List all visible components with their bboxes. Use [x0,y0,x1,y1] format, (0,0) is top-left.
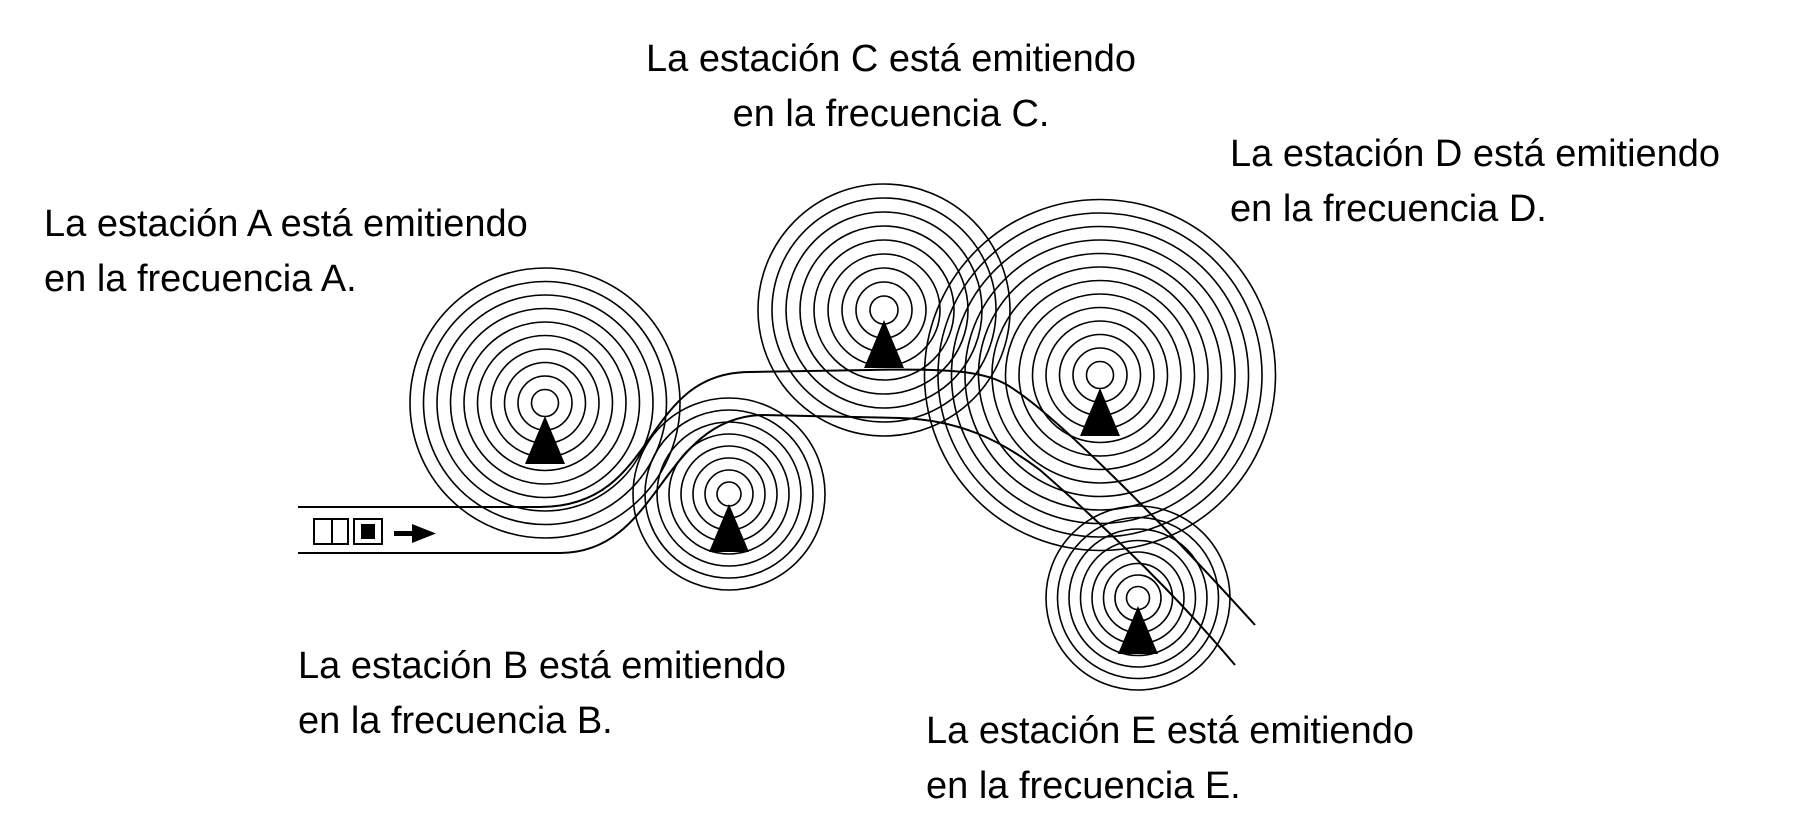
station-e-label-line1: La estación E está emitiendo [926,710,1414,752]
arrow-right-icon [394,524,436,543]
station-d-ring [950,225,1250,525]
station-a-ring [422,280,668,526]
station-c-tower-icon [864,320,904,368]
station-a-label: La estación A está emitiendo en la frecu… [44,197,528,307]
station-c-ring [799,225,969,395]
station-d-label-line2: en la frecuencia D. [1230,188,1547,230]
road-edge-bottom [298,413,1236,666]
station-a-label-line1: La estación A está emitiendo [44,203,528,245]
station-d-tower-icon [1080,388,1120,436]
station-a-tower-icon [525,416,565,464]
station-e-ring [1056,516,1220,680]
car-icon [313,518,383,545]
station-e-coverage [1045,505,1231,691]
road [298,368,1256,666]
station-c-ring [785,211,983,409]
station-b-tower-icon [709,504,749,552]
station-a-coverage [409,267,681,539]
station-c-label: La estación C está emitiendo en la frecu… [646,32,1136,142]
station-d-ring [977,252,1223,498]
station-e-label-line2: en la frecuencia E. [926,765,1241,807]
station-a-ring [463,321,627,485]
station-b-ring [632,397,826,591]
station-a-ring [436,294,654,512]
station-b-ring [644,409,814,579]
station-c-ring [757,183,1011,437]
station-b-label: La estación B está emitiendo en la frecu… [298,639,786,749]
station-e-ring [1045,505,1231,691]
station-d-label: La estación D está emitiendo en la frecu… [1230,127,1720,237]
station-c-ring [771,197,997,423]
station-a-ring [530,388,560,418]
station-e-ring [1068,528,1208,668]
station-e-tower-icon [1118,606,1158,654]
road-edge-top [298,368,1256,626]
station-b-label-line2: en la frecuencia B. [298,700,613,742]
vehicle [313,518,436,545]
station-c-ring [869,295,899,325]
station-d-ring [991,266,1209,484]
station-b-ring [716,481,742,507]
station-b-coverage [632,397,826,591]
station-b-ring [668,433,790,555]
station-c-coverage [757,183,1011,437]
station-a-label-line2: en la frecuencia A. [44,258,357,300]
station-c-label-line2: en la frecuencia C. [732,93,1050,135]
station-e-ring [1079,539,1197,657]
station-d-ring [923,198,1277,552]
station-d-ring [1004,279,1196,471]
station-d-label-line1: La estación D está emitiendo [1230,133,1721,175]
station-d-ring [1085,360,1115,390]
station-c-ring [813,239,955,381]
station-towers [525,320,1158,654]
station-e-label: La estación E está emitiendo en la frecu… [926,704,1414,814]
station-c-label-line1: La estación C está emitiendo [646,38,1137,80]
station-d-ring [937,212,1263,538]
station-a-ring [476,334,614,472]
station-a-ring [409,267,681,539]
station-d-ring [1031,306,1169,444]
station-b-label-line1: La estación B está emitiendo [298,645,786,687]
station-a-ring [449,307,641,499]
station-d-ring [964,239,1236,511]
station-d-ring [1018,293,1182,457]
